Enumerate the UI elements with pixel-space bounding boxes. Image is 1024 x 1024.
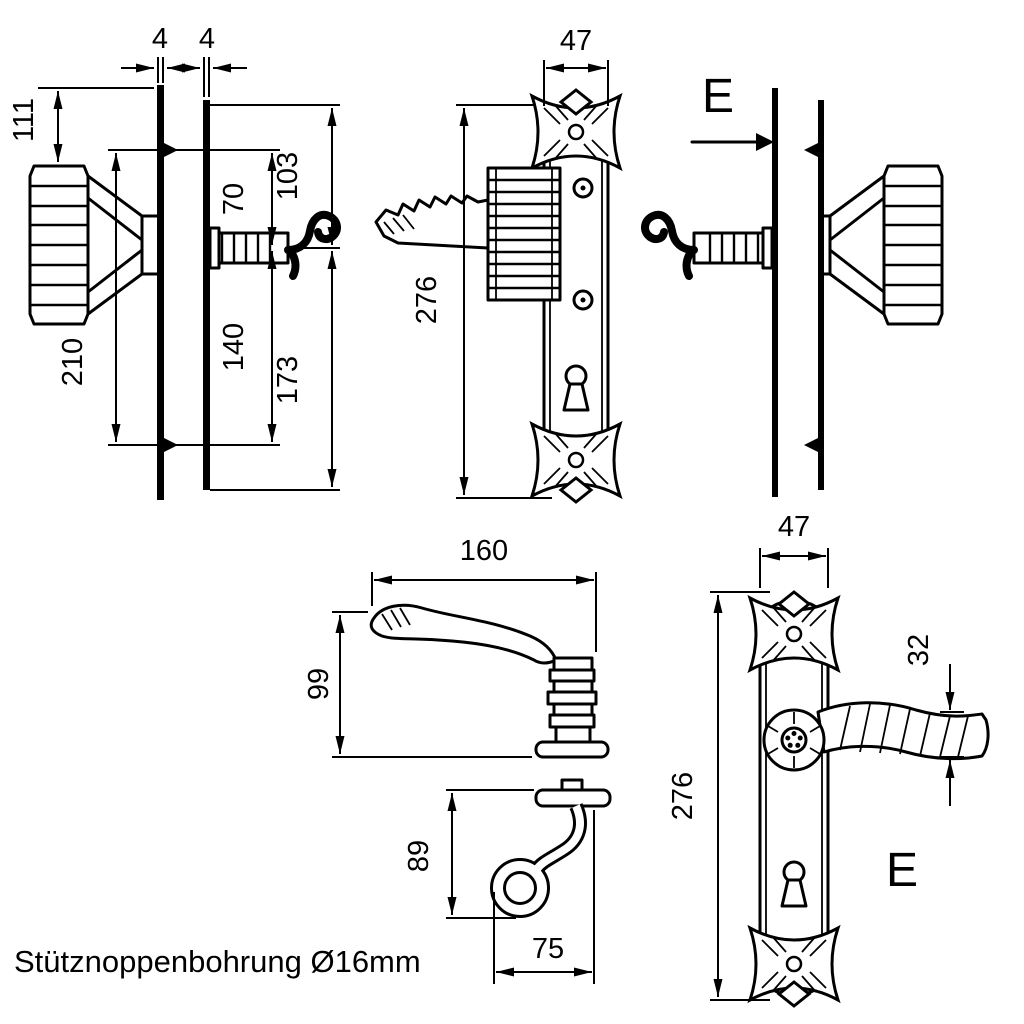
- ornament-knot-top-e: [748, 590, 840, 672]
- dim-70-label: 70: [218, 183, 250, 215]
- dims-view4: [332, 572, 597, 758]
- dim-99-label: 99: [303, 668, 335, 700]
- key-hatch: [383, 214, 415, 235]
- hook-tail: [287, 248, 300, 280]
- support-nub-bottom-mirror: [804, 438, 818, 452]
- lever-front: [816, 701, 990, 761]
- dim-89-label: 89: [403, 840, 435, 872]
- dim-75-label: 75: [532, 933, 564, 965]
- ring-core: [493, 861, 547, 915]
- dim-276-bottom-label: 276: [667, 772, 699, 820]
- spindle-disc-6: [548, 713, 596, 729]
- spindle-disc-1: [552, 656, 594, 672]
- dim-173-label: 173: [272, 356, 304, 404]
- spindle-disc-4: [546, 690, 598, 706]
- ornament-knot-top: [530, 88, 622, 170]
- view-front-keyplate: 47 276: [374, 25, 622, 504]
- lever-tip-hatch: [381, 607, 411, 631]
- view-direction-arrow-head: [756, 133, 774, 151]
- view-lever-top: 160 99: [303, 535, 610, 759]
- plate-edge-a: [157, 85, 164, 500]
- keyhole-slot: [562, 382, 590, 412]
- dim-140-label: 140: [218, 323, 250, 371]
- dims-view2: [456, 60, 609, 499]
- dim-4-left-label: 4: [152, 23, 168, 55]
- grip-neck-mirror: [822, 174, 886, 316]
- section-letter-top: E: [702, 70, 734, 123]
- view-side-section-e: E: [641, 70, 944, 497]
- dim-47-top-label: 47: [560, 25, 592, 57]
- spindle-disc-3: [552, 679, 594, 694]
- dim-47-bottom-label: 47: [778, 511, 810, 543]
- dim-103-label: 103: [272, 152, 304, 200]
- rosette-petals: [767, 712, 821, 768]
- housing-edges: [495, 168, 553, 300]
- ornament-knot-bottom: [530, 422, 622, 504]
- drilling-note: Stütznoppenbohrung Ø16mm: [14, 944, 421, 979]
- hook-stem-collar: [208, 226, 221, 270]
- hook-curl: [284, 210, 341, 254]
- plate-edge-c: [772, 88, 778, 497]
- lever-body: [369, 603, 558, 665]
- hook-flange: [534, 788, 612, 808]
- ornament-knot-bottom-e: [748, 926, 840, 1008]
- dims-view1: [38, 57, 340, 491]
- grip-ribs: [30, 184, 88, 307]
- dims-view6: [710, 548, 964, 1001]
- hook-curl-mirror: [641, 210, 698, 254]
- hook-stem-core: [533, 804, 584, 872]
- dims-view5: [446, 789, 595, 984]
- support-nub-top-mirror: [804, 143, 818, 157]
- ribbed-housing: [486, 166, 562, 302]
- view-front-leverplate: 47 276 32 E: [667, 511, 990, 1008]
- dim-4-right-label: 4: [199, 23, 215, 55]
- hook-tail-mirror: [682, 248, 695, 280]
- lever-hatch: [839, 703, 969, 758]
- lever-flange: [534, 740, 610, 759]
- dim-32-label: 32: [903, 634, 935, 666]
- grip-ribs-mirror: [884, 184, 942, 307]
- dim-111-label: 111: [8, 98, 40, 142]
- housing-ribs: [488, 178, 560, 290]
- hook-stem-collar-mirror: [761, 226, 774, 270]
- hook-stem-ribs: [220, 233, 272, 263]
- plate-edge-b: [203, 100, 210, 490]
- dim-276-top-label: 276: [411, 276, 443, 324]
- spindle-disc-5: [552, 702, 594, 717]
- dim-160-label: 160: [460, 535, 508, 567]
- spindle-disc-7: [554, 725, 592, 744]
- spindle-disc-2: [548, 668, 596, 683]
- grip-neck: [86, 174, 159, 316]
- view-side-grip-and-hook: 4 4 111 210 70 140 103 173: [8, 23, 341, 500]
- keyhole-slot-e: [780, 878, 808, 908]
- plate-edge-d: [818, 100, 824, 490]
- section-letter-bottom: E: [886, 844, 918, 897]
- view-ring-hook: 89 75: [403, 778, 612, 984]
- dim-210-label: 210: [57, 338, 89, 386]
- key-tongue: [374, 194, 490, 250]
- hook-stem-ribs-mirror: [708, 233, 760, 263]
